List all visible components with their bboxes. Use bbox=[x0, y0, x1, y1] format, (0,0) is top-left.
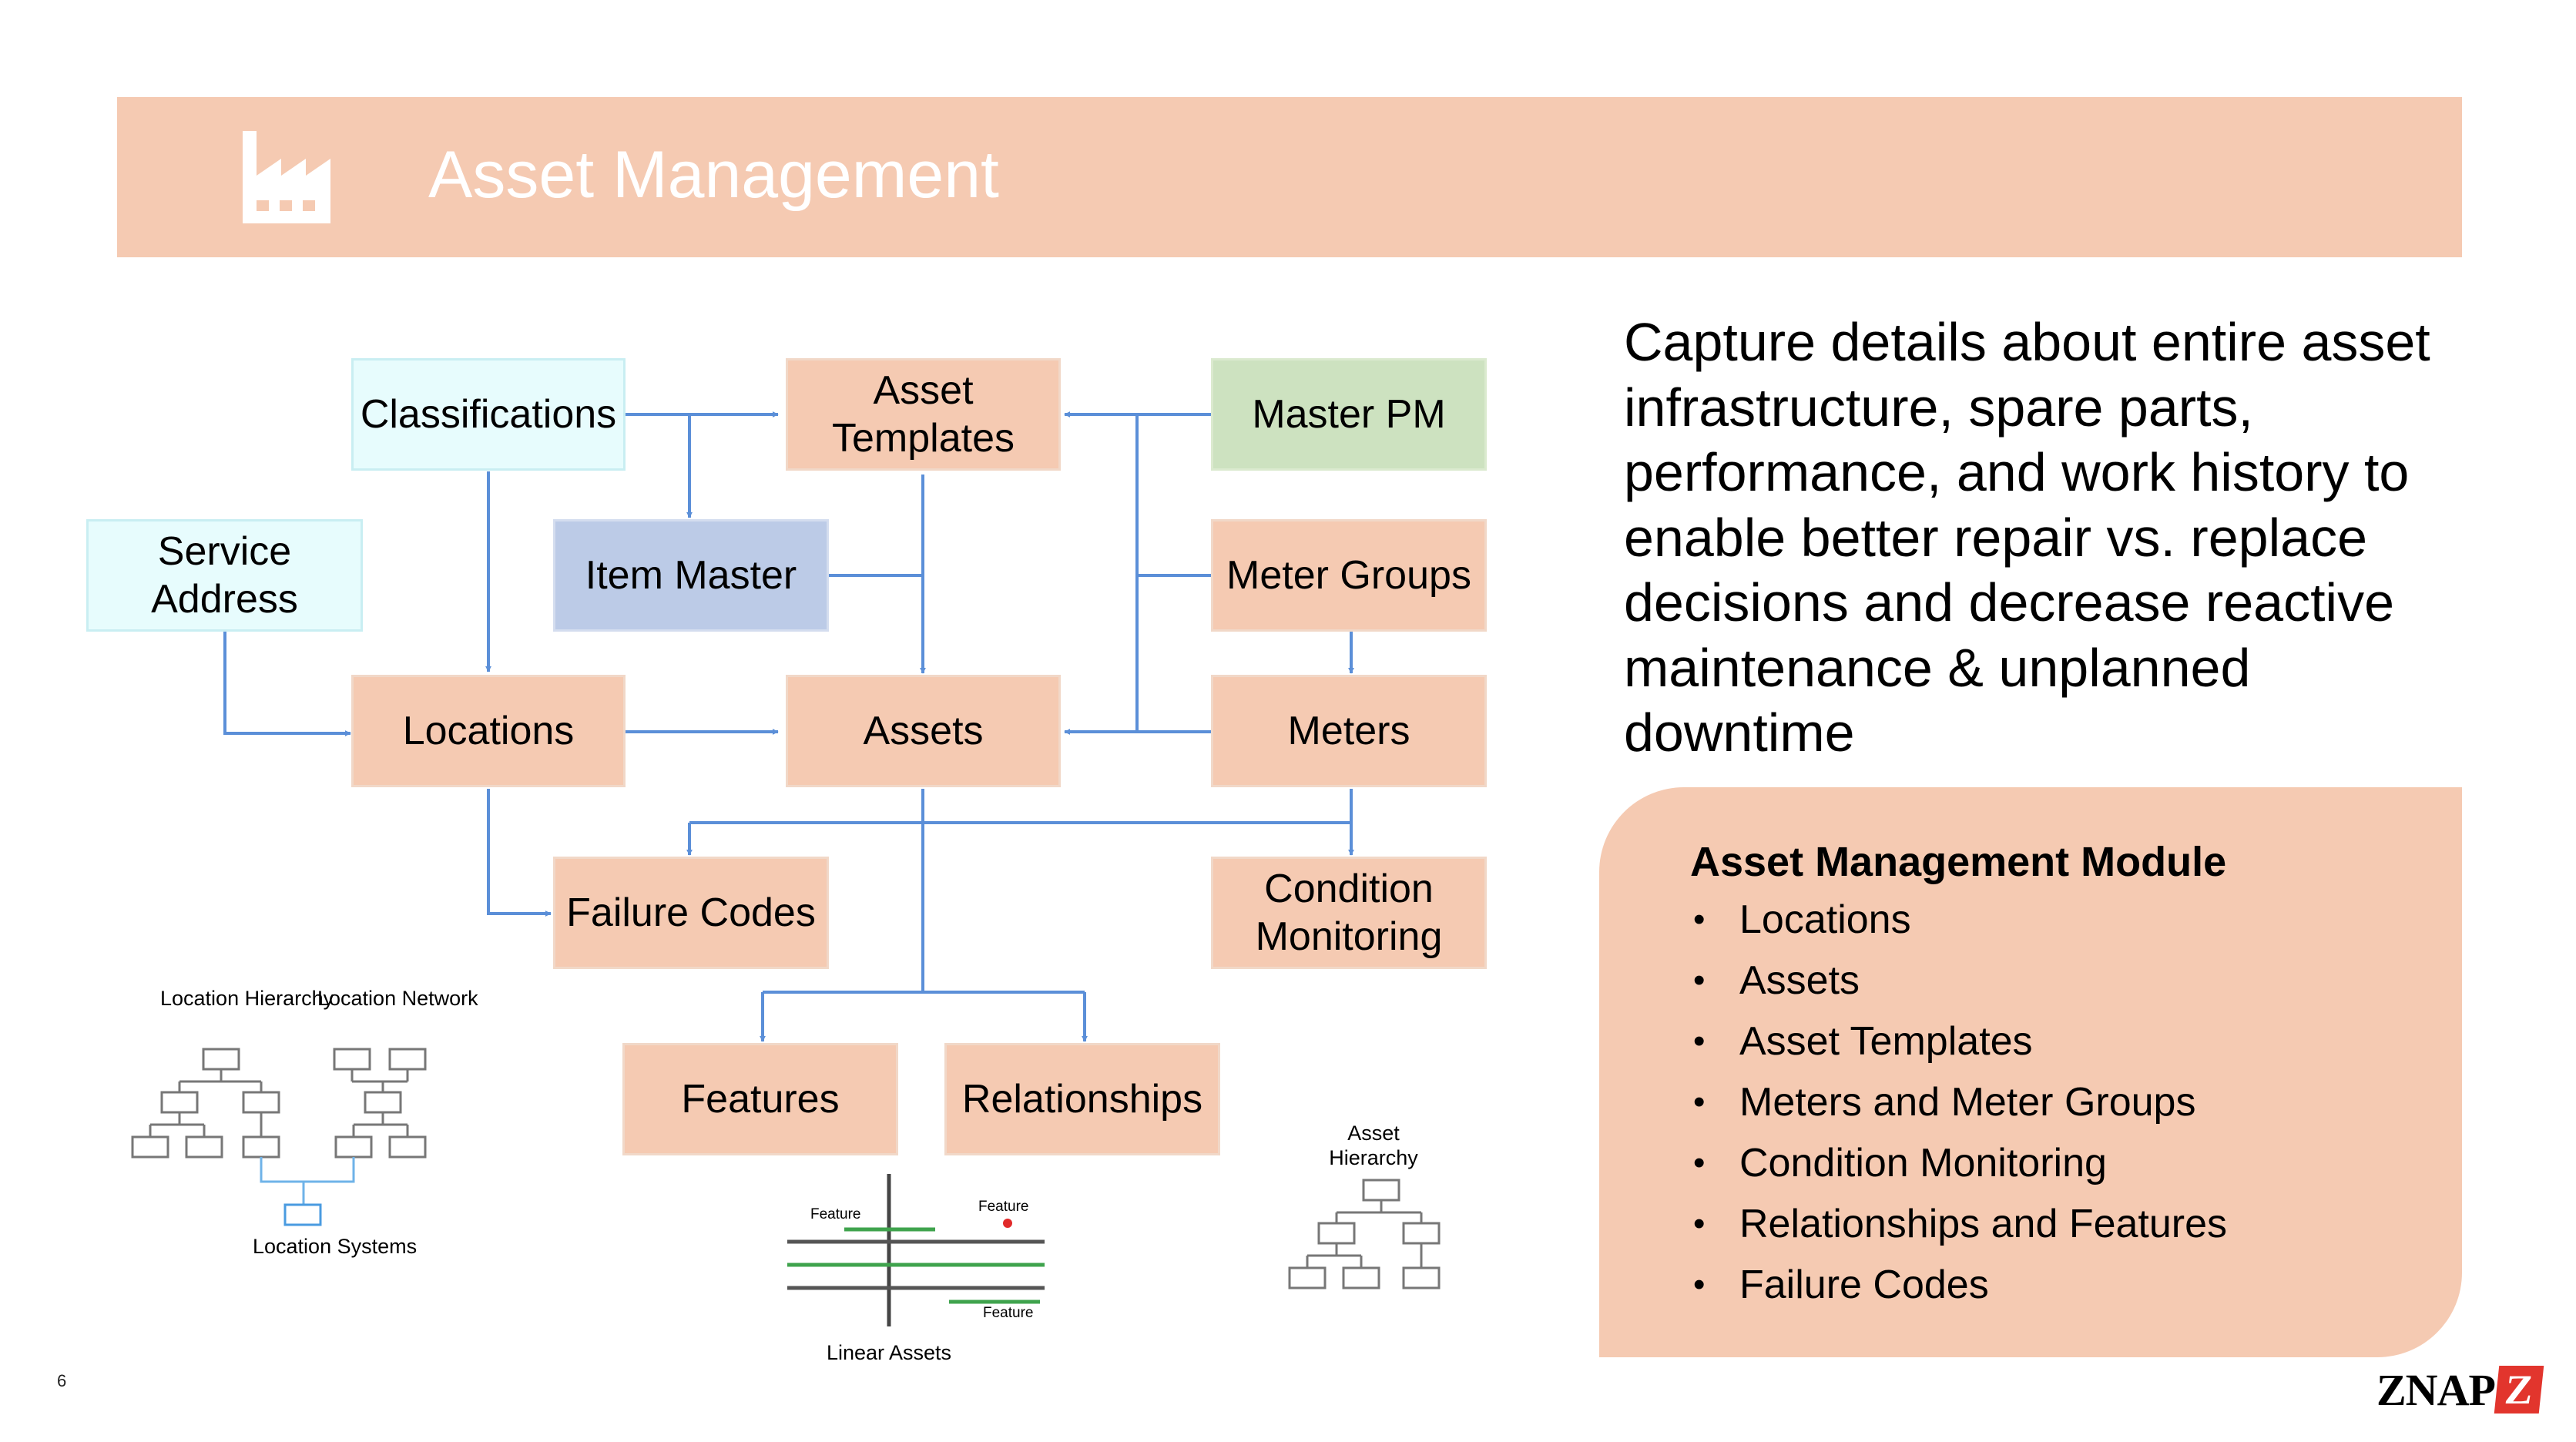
node-assets: Assets bbox=[786, 675, 1061, 787]
linear-assets-label: Linear Assets bbox=[826, 1341, 952, 1364]
feature-label-left: Feature bbox=[810, 1206, 861, 1222]
node-master-pm: Master PM bbox=[1211, 358, 1487, 471]
page-number: 6 bbox=[57, 1371, 67, 1390]
node-classifications: Classifications bbox=[351, 358, 626, 471]
feature-label-bottom: Feature bbox=[983, 1305, 1034, 1321]
logo-badge: Z bbox=[2494, 1366, 2544, 1413]
list-item: Condition Monitoring bbox=[1690, 1139, 2227, 1199]
module-list: Locations Assets Asset Templates Meters … bbox=[1690, 895, 2227, 1321]
page-title: Asset Management bbox=[428, 138, 999, 212]
list-item: Assets bbox=[1690, 956, 2227, 1017]
description-text: Capture details about entire asset infra… bbox=[1624, 312, 2430, 763]
header-banner: Asset Management bbox=[117, 97, 2462, 257]
node-relationships: Relationships bbox=[944, 1043, 1220, 1155]
asset-hierarchy-label: Asset Hierarchy bbox=[1329, 1122, 1418, 1169]
arrow-service-to-locations bbox=[223, 632, 351, 736]
logo-text: ZNAP bbox=[2376, 1364, 2496, 1415]
module-panel: Asset Management Module Locations Assets… bbox=[1599, 787, 2462, 1357]
node-meter-groups: Meter Groups bbox=[1211, 519, 1487, 632]
module-title: Asset Management Module bbox=[1690, 839, 2227, 885]
list-item: Relationships and Features bbox=[1690, 1199, 2227, 1260]
feature-label-right: Feature bbox=[978, 1199, 1029, 1215]
node-features: Features bbox=[622, 1043, 898, 1155]
arrow-locations-to-failure bbox=[487, 789, 552, 917]
list-item: Locations bbox=[1690, 895, 2227, 956]
node-failure-codes: Failure Codes bbox=[553, 857, 829, 969]
factory-icon bbox=[243, 131, 330, 223]
node-service-address: Service Address bbox=[86, 519, 363, 632]
node-condition-monitoring: Condition Monitoring bbox=[1211, 857, 1487, 969]
node-locations: Locations bbox=[351, 675, 626, 787]
node-meters: Meters bbox=[1211, 675, 1487, 787]
list-item: Asset Templates bbox=[1690, 1017, 2227, 1078]
list-item: Meters and Meter Groups bbox=[1690, 1078, 2227, 1139]
node-item-master: Item Master bbox=[553, 519, 829, 632]
node-asset-templates: Asset Templates bbox=[786, 358, 1061, 471]
znapz-logo: ZNAP Z bbox=[2376, 1364, 2544, 1415]
list-item: Failure Codes bbox=[1690, 1260, 2227, 1321]
